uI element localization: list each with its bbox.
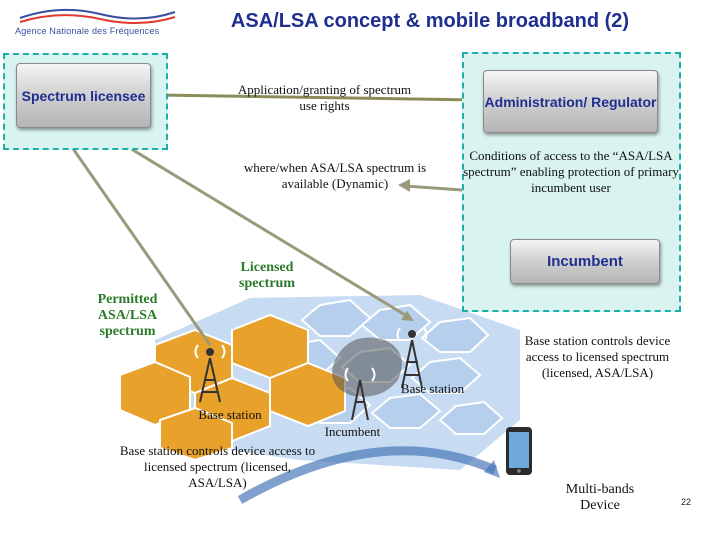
- base-station-right-label: Base station: [400, 381, 465, 396]
- anfr-logo-icon: [19, 8, 176, 25]
- where-when-label: where/when ASA/LSA spectrum is available…: [243, 160, 427, 191]
- conditions-arrow: [398, 179, 463, 192]
- logo-text: Agence Nationale des Fréquences: [15, 26, 160, 36]
- incumbent-box: Incumbent: [510, 239, 660, 284]
- base-station-left-icon: [194, 344, 226, 403]
- regulator-box: Administration/ Regulator: [483, 70, 658, 133]
- base-station-right-icon: [396, 327, 428, 389]
- incumbent-map-label: Incumbent: [324, 424, 381, 439]
- device-arrow: [237, 446, 500, 504]
- incumbent-tower-icon: [344, 367, 376, 421]
- permitted-spectrum-label: Permitted ASA/LSA spectrum: [97, 292, 158, 339]
- application-label: Application/granting of spectrum use rig…: [237, 82, 412, 113]
- cell-map: [119, 295, 520, 470]
- page-title: ASA/LSA concept & mobile broadband (2): [230, 10, 630, 32]
- conditions-label: Conditions of access to the “ASA/LSA spe…: [463, 148, 679, 195]
- bs-controls-right-label: Base station controls device access to l…: [524, 333, 671, 380]
- multiband-device-label: Multi-bands Device: [565, 482, 635, 513]
- page-number: 22: [680, 497, 691, 507]
- smartphone-icon: [506, 427, 532, 475]
- bs-controls-left-label: Base station controls device access to l…: [119, 443, 316, 490]
- spectrum-licensee-box: Spectrum licensee: [16, 63, 151, 128]
- licensed-spectrum-label: Licensed spectrum: [239, 260, 295, 291]
- base-station-left-label: Base station: [198, 407, 262, 422]
